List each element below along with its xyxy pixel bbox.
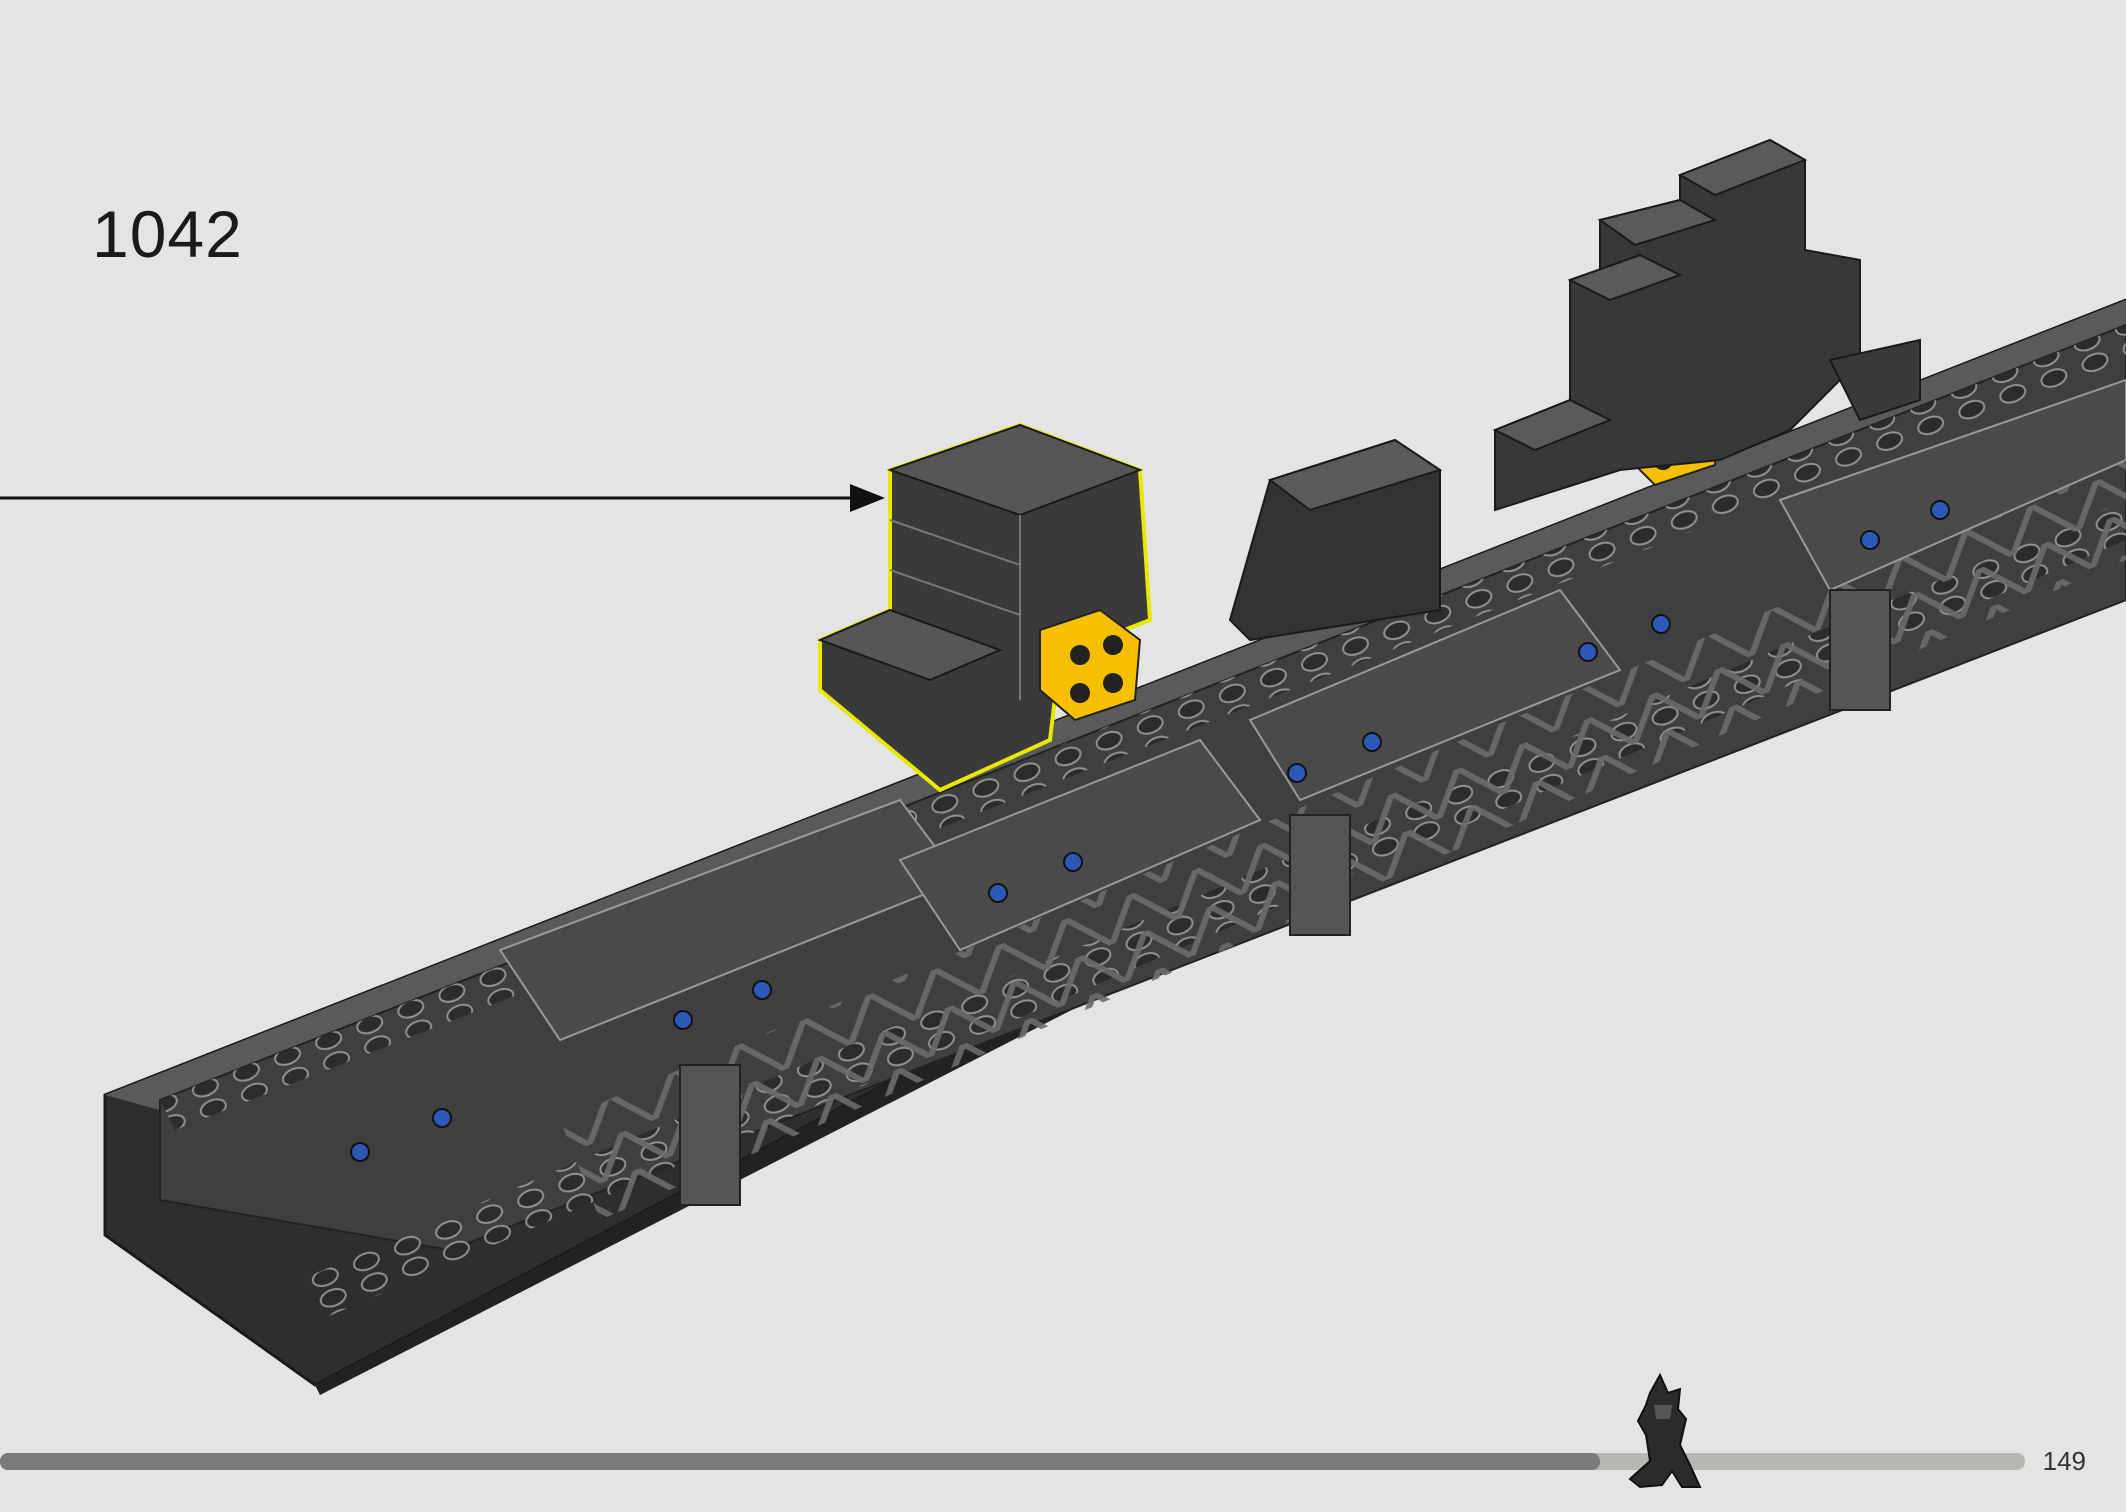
slope-block-middle	[1228, 438, 1443, 642]
page-number: 149	[2042, 1446, 2086, 1476]
callout-arrow	[0, 484, 885, 512]
new-assembly-highlighted	[817, 422, 1153, 793]
batman-minifigure-icon	[1628, 1372, 1702, 1489]
step-number: 1042	[92, 197, 243, 271]
progress-bar	[0, 1453, 2025, 1470]
progress-bar-fill	[0, 1453, 1600, 1470]
blue-pins	[350, 500, 1950, 1162]
right-stacked-assembly	[1492, 138, 1921, 512]
yellow-brick-left	[1039, 608, 1142, 722]
